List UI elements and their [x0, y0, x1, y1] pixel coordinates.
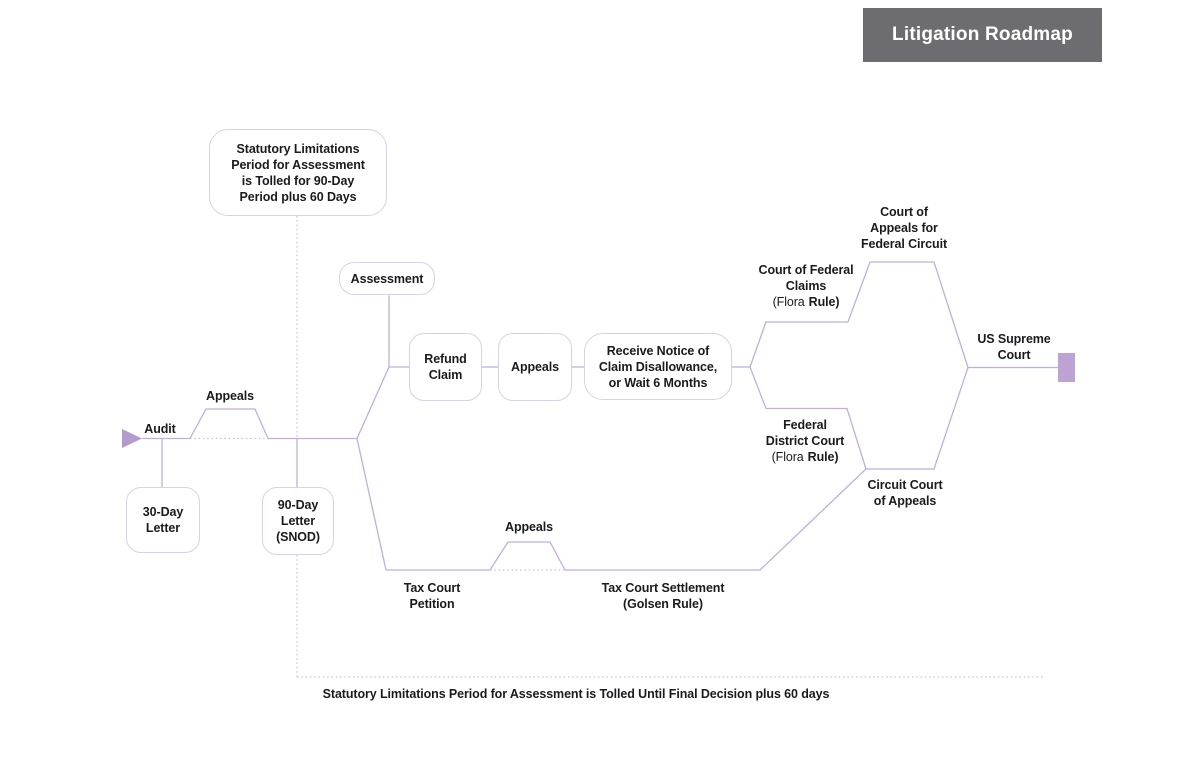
route-tax-court-petition — [356, 438, 490, 571]
case-rule: Rule) — [808, 295, 840, 309]
label-line: (Golsen Rule) — [623, 597, 703, 611]
case-name: (Flora — [772, 295, 805, 309]
route-court-federal-claims — [749, 261, 969, 368]
label-line: Court of — [880, 205, 928, 219]
label-line: Claims — [785, 279, 827, 293]
route-federal-district-court — [749, 366, 867, 470]
label-bottom-tolling-note: Statutory Limitations Period for Assessm… — [322, 687, 830, 701]
node-line: Claim Disallowance, — [598, 359, 718, 374]
start-arrow-icon — [122, 429, 142, 448]
label-line: Tax Court Settlement — [601, 581, 725, 595]
label-tax-court-petition: Tax Court Petition — [404, 580, 461, 612]
node-line: or Wait 6 Months — [608, 375, 708, 390]
node-line: Period plus 60 Days — [239, 189, 357, 204]
label-line: Tax Court — [403, 581, 461, 595]
label-tax-court-settlement: Tax Court Settlement (Golsen Rule) — [602, 580, 725, 612]
node-appeals: Appeals — [498, 333, 572, 401]
label-line: Federal Circuit — [860, 237, 948, 251]
node-line: Refund — [424, 352, 467, 366]
label-appeals-top: Appeals — [206, 389, 254, 403]
label-line: US Supreme — [977, 332, 1051, 346]
node-line: Period for Assessment — [231, 157, 365, 172]
label-line: Circuit Court — [867, 478, 943, 492]
node-line: 30-Day — [142, 505, 184, 519]
end-terminal-marker — [1058, 353, 1075, 382]
label-line: District Court — [765, 434, 845, 448]
label-line: Appeals for — [870, 221, 938, 235]
label-line: Petition — [409, 597, 455, 611]
node-line: Letter — [280, 514, 316, 528]
page-title: Litigation Roadmap — [892, 24, 1073, 45]
title-banner: Litigation Roadmap — [863, 8, 1102, 62]
node-line: Claim — [428, 368, 463, 382]
route-tax-court-settlement — [565, 468, 867, 571]
label-line: of Appeals — [873, 494, 937, 508]
node-line: Letter — [145, 521, 181, 535]
branch-to-assessment — [356, 295, 390, 439]
node-90-day-letter: 90-Day Letter (SNOD) — [262, 487, 334, 555]
label-line: Court of Federal — [758, 263, 854, 277]
label-us-supreme-court: US Supreme Court — [977, 331, 1050, 363]
label-court-of-appeals-federal-circuit: Court of Appeals for Federal Circuit — [861, 204, 947, 252]
label-circuit-court-of-appeals: Circuit Court of Appeals — [867, 477, 942, 509]
node-line: Receive Notice of — [606, 343, 710, 358]
node-line: Statutory Limitations — [236, 141, 360, 156]
node-statutory-limitations-top: Statutory Limitations Period for Assessm… — [209, 129, 387, 216]
route-circuit-court — [866, 367, 969, 470]
node-refund-claim: Refund Claim — [409, 333, 482, 401]
case-name: (Flora — [771, 450, 804, 464]
node-line: is Tolled for 90-Day — [241, 173, 355, 188]
label-audit: Audit — [144, 422, 176, 436]
label-appeals-bottom: Appeals — [505, 520, 553, 534]
label-line: Court — [997, 348, 1031, 362]
node-line: (SNOD) — [276, 530, 320, 544]
node-assessment: Assessment — [339, 262, 435, 295]
node-30-day-letter: 30-Day Letter — [126, 487, 200, 553]
node-line: Assessment — [350, 271, 424, 286]
appeals-bypass-top — [189, 408, 269, 439]
label-line: Federal — [783, 418, 827, 432]
node-line: 90-Day — [277, 498, 319, 512]
appeals-bypass-bottom — [489, 541, 566, 571]
case-rule: Rule) — [807, 450, 839, 464]
node-receive-notice: Receive Notice of Claim Disallowance, or… — [584, 333, 732, 400]
node-line: Appeals — [511, 360, 559, 374]
